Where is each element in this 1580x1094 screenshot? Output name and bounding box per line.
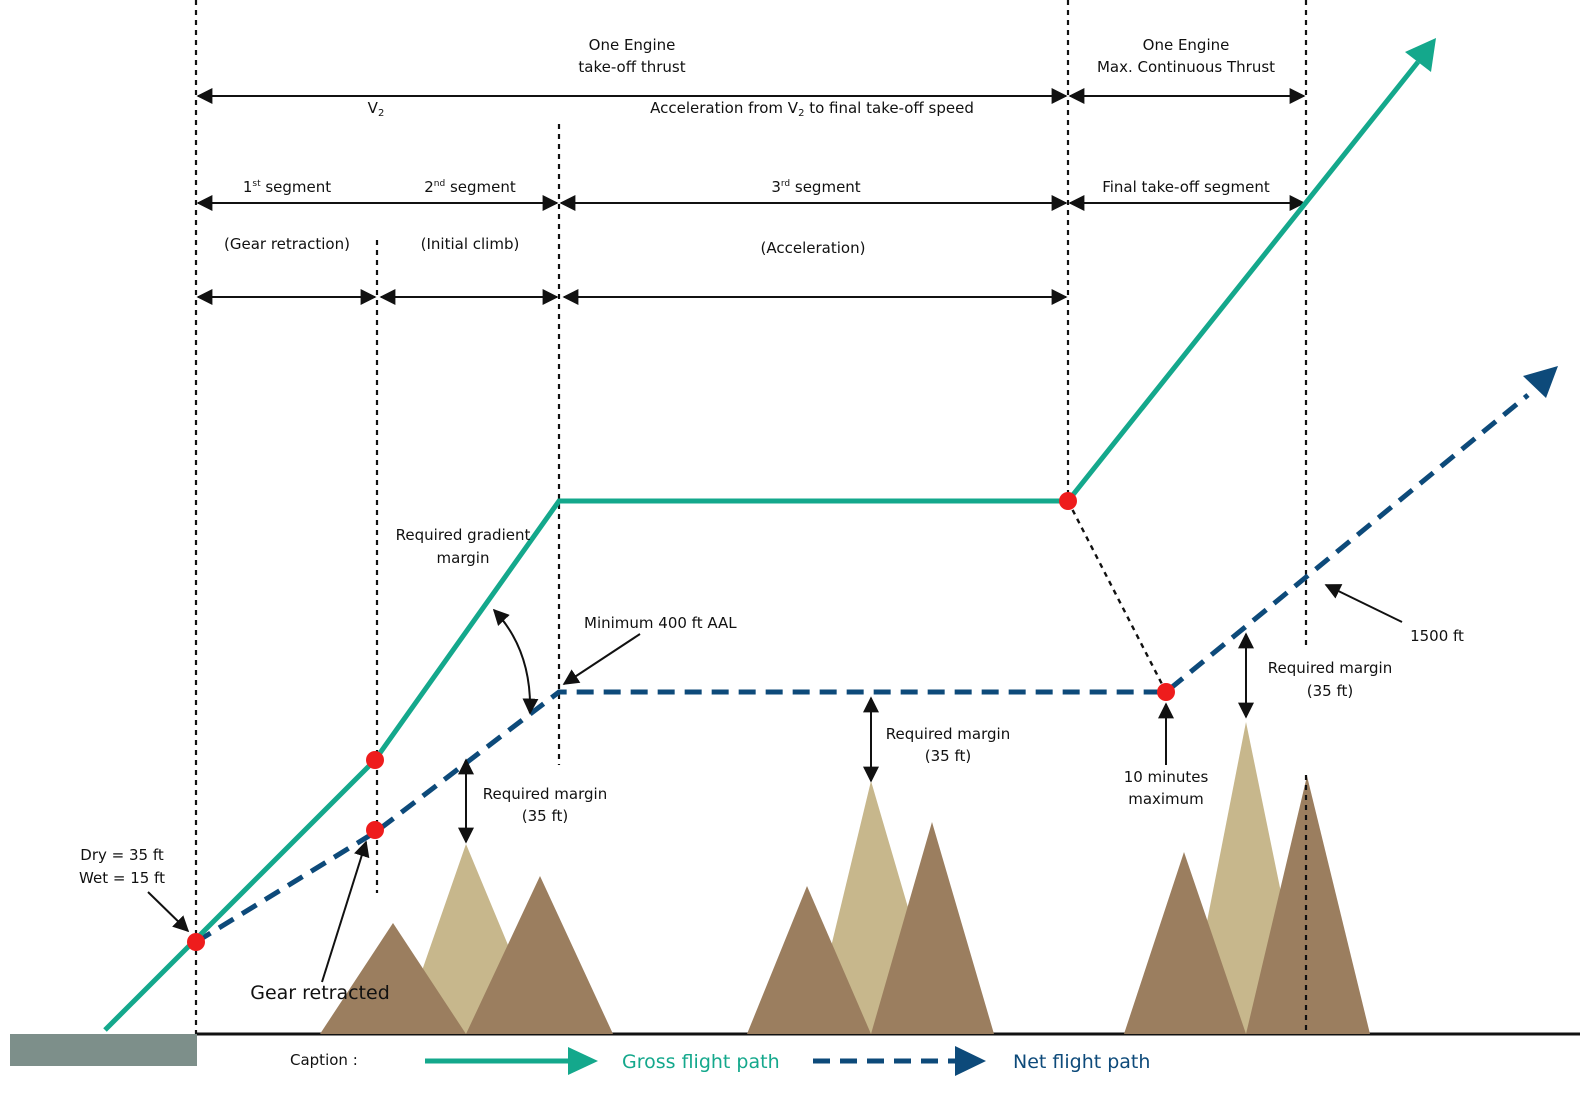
transition-dotted-line: [1066, 500, 1167, 691]
thrust1-line1: One Engine: [589, 36, 676, 54]
margin2-line2: (35 ft): [925, 747, 971, 765]
mountain-dark: [1124, 852, 1246, 1034]
runway: [10, 1034, 197, 1066]
legend-net-text: Net flight path: [1013, 1051, 1150, 1073]
wet-label: Wet = 15 ft: [79, 869, 165, 887]
ten-min-line2: maximum: [1128, 790, 1204, 808]
gear-retracted-label: Gear retracted: [250, 982, 390, 1004]
margin3-line2: (35 ft): [1307, 682, 1353, 700]
seg1-label: 1st segment: [243, 178, 331, 196]
legend-gross-text: Gross flight path: [622, 1051, 780, 1073]
point-net-level-end: [1157, 683, 1175, 701]
net-path-arrowhead: [1523, 366, 1558, 398]
gear-retraction-label: (Gear retraction): [224, 235, 350, 253]
mountain-dark: [1246, 776, 1370, 1034]
mountain-dark: [320, 923, 466, 1034]
margin1-line2: (35 ft): [522, 807, 568, 825]
ft1500-arrow: [1324, 584, 1403, 623]
thrust2-line1: One Engine: [1143, 36, 1230, 54]
min400-arrow: [562, 633, 641, 685]
gradient-margin-line2: margin: [437, 549, 490, 567]
net-flight-path: [194, 393, 1530, 945]
point-35ft: [187, 933, 205, 951]
seg3-label: 3rd segment: [771, 178, 860, 196]
accel-label: Acceleration from V2 to final take-off s…: [650, 99, 974, 119]
caption-label: Caption :: [290, 1051, 358, 1069]
min400-label: Minimum 400 ft AAL: [584, 614, 737, 632]
acceleration-label: (Acceleration): [761, 239, 866, 257]
mountain-dark: [747, 886, 871, 1034]
ten-min-line1: 10 minutes: [1124, 768, 1209, 786]
thrust1-line2: take-off thrust: [578, 58, 685, 76]
ft1500-label: 1500 ft: [1410, 627, 1464, 645]
margin2-line1: Required margin: [886, 725, 1010, 743]
margin3-line1: Required margin: [1268, 659, 1392, 677]
v2-label: V2: [368, 99, 385, 119]
legend-net-arrowhead: [955, 1046, 986, 1076]
point-gear-net: [366, 821, 384, 839]
point-accel-end: [1059, 492, 1077, 510]
gross-flight-path: [103, 60, 1420, 1032]
thrust2-line2: Max. Continuous Thrust: [1097, 58, 1275, 76]
dry-label: Dry = 35 ft: [80, 846, 164, 864]
initial-climb-label: (Initial climb): [421, 235, 520, 253]
mountain-dark: [466, 876, 613, 1034]
segment-boundaries: [194, 0, 1308, 1034]
gear-retracted-arrow: [321, 840, 370, 983]
gradient-margin-arrow: [492, 608, 539, 715]
gross-path-arrowhead: [1405, 38, 1436, 72]
range-arrows: [196, 88, 1306, 305]
seg2-label: 2nd segment: [424, 178, 516, 196]
legend-gross-arrowhead: [568, 1047, 598, 1075]
dry-wet-arrow: [147, 891, 190, 933]
margin1-line1: Required margin: [483, 785, 607, 803]
point-gear-gross: [366, 751, 384, 769]
final-segment-label: Final take-off segment: [1102, 178, 1270, 196]
mountain-dark: [871, 822, 994, 1034]
gradient-margin-line1: Required gradient: [396, 526, 531, 544]
key-points: [187, 492, 1175, 951]
